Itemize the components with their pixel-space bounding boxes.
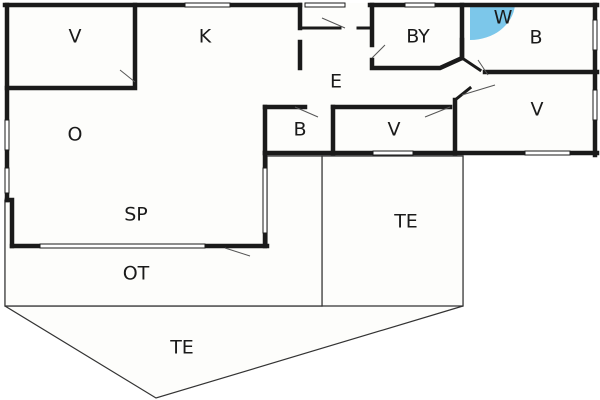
room-label-b-topright: B xyxy=(529,27,542,49)
door xyxy=(461,84,496,96)
room-label-te-right: TE xyxy=(393,211,418,233)
door xyxy=(119,69,136,83)
wc-fixture-icon xyxy=(470,5,515,41)
door xyxy=(371,44,386,59)
room-label-sp: SP xyxy=(124,204,148,226)
window xyxy=(39,243,206,249)
room-label-w: W xyxy=(494,7,513,29)
room-label-e: E xyxy=(330,71,342,93)
room-label-v-center: V xyxy=(388,119,401,141)
doors xyxy=(119,17,496,257)
window xyxy=(304,2,346,8)
window xyxy=(404,2,436,8)
window xyxy=(184,2,231,8)
window xyxy=(592,19,598,51)
window xyxy=(592,89,598,121)
room-label-v-topleft: V xyxy=(69,26,82,48)
door xyxy=(321,17,346,29)
room-label-by: BY xyxy=(406,26,430,48)
room-label-b-small: B xyxy=(293,119,306,141)
room-label-v-right: V xyxy=(531,99,544,121)
room-label-ot: OT xyxy=(123,263,150,285)
window xyxy=(372,150,414,156)
terraces xyxy=(4,155,464,399)
room-labels: V K BY W B E O B V V SP TE OT TE xyxy=(68,7,544,359)
room-label-o: O xyxy=(68,124,83,146)
windows xyxy=(4,2,598,249)
window xyxy=(262,167,268,234)
room-label-te-bottom: TE xyxy=(169,337,194,359)
window xyxy=(524,150,571,156)
door xyxy=(294,106,319,118)
door xyxy=(477,59,489,76)
window xyxy=(4,167,10,194)
door xyxy=(424,106,451,118)
terrace-right xyxy=(321,155,464,307)
door xyxy=(224,247,251,257)
window xyxy=(4,119,10,151)
room-label-k: K xyxy=(199,26,212,48)
